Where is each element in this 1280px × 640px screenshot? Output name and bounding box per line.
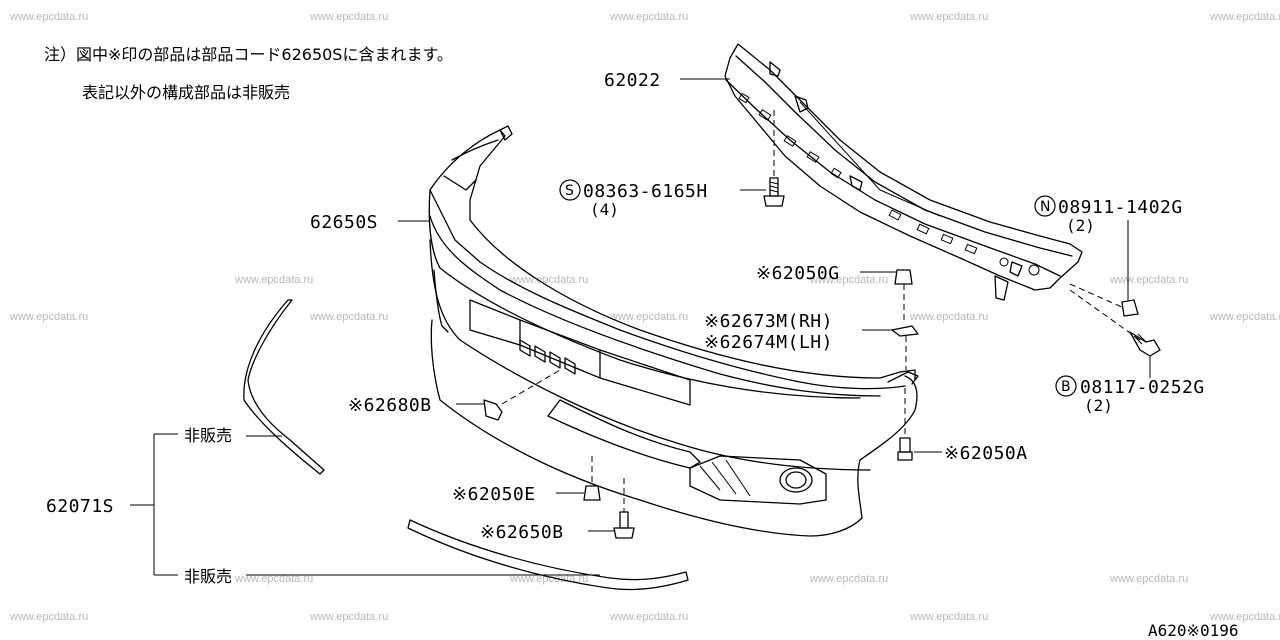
label-62673M: ※62673M(RH) xyxy=(704,311,833,332)
watermark: www.epcdata.ru xyxy=(909,11,988,23)
watermark: www.epcdata.ru xyxy=(1109,274,1188,286)
label-62050G: ※62050G xyxy=(756,263,840,284)
watermark: www.epcdata.ru xyxy=(1209,311,1280,323)
watermark: www.epcdata.ru xyxy=(509,274,588,286)
label-08363: S 08363-6165H (4) xyxy=(559,179,708,219)
watermark: www.epcdata.ru xyxy=(1209,611,1280,623)
watermark: www.epcdata.ru xyxy=(309,11,388,23)
leader-lines xyxy=(130,78,1151,576)
prefix-s: S xyxy=(565,183,574,199)
watermark-layer: www.epcdata.ru www.epcdata.ru www.epcdat… xyxy=(9,11,1280,623)
label-08911: N 08911-1402G (2) xyxy=(1034,195,1183,235)
label-62650S: 62650S xyxy=(310,212,378,233)
label-62022: 62022 xyxy=(604,70,661,91)
not-sold-upper: 非販売 xyxy=(184,426,232,445)
part-number-08363: 08363-6165H xyxy=(583,181,708,202)
watermark: www.epcdata.ru xyxy=(609,11,688,23)
watermark: www.epcdata.ru xyxy=(909,611,988,623)
part-number-08117: 08117-0252G xyxy=(1080,377,1205,398)
watermark: www.epcdata.ru xyxy=(1109,573,1188,585)
diagram-code: A620※0196 xyxy=(1148,621,1238,640)
watermark: www.epcdata.ru xyxy=(1209,11,1280,23)
not-sold-lower: 非販売 xyxy=(184,567,232,586)
label-62680B: ※62680B xyxy=(348,395,432,416)
prefix-n: N xyxy=(1040,199,1050,215)
watermark: www.epcdata.ru xyxy=(609,311,688,323)
prefix-b: B xyxy=(1061,379,1071,395)
note-line-1: 注）図中※印の部品は部品コード62650Sに含まれます。 xyxy=(44,45,453,64)
screw-symbol-icon xyxy=(559,179,581,201)
nut-symbol-icon xyxy=(1034,195,1056,217)
watermark: www.epcdata.ru xyxy=(234,573,313,585)
fasteners-drawing xyxy=(483,110,1161,539)
watermark: www.epcdata.ru xyxy=(309,311,388,323)
bolt-symbol-icon xyxy=(1055,375,1077,397)
watermark: www.epcdata.ru xyxy=(809,573,888,585)
note-line-2: 表記以外の構成部品は非販売 xyxy=(82,83,290,102)
label-62071S: 62071S xyxy=(46,496,114,517)
watermark: www.epcdata.ru xyxy=(9,611,88,623)
watermark: www.epcdata.ru xyxy=(909,311,988,323)
label-62050A: ※62050A xyxy=(944,443,1028,464)
watermark: www.epcdata.ru xyxy=(809,274,888,286)
label-62050E: ※62050E xyxy=(452,484,536,505)
watermark: www.epcdata.ru xyxy=(509,573,588,585)
label-62674M: ※62674M(LH) xyxy=(704,332,833,353)
watermark: www.epcdata.ru xyxy=(609,611,688,623)
watermark: www.epcdata.ru xyxy=(234,274,313,286)
qty-08911: (2) xyxy=(1066,216,1095,235)
bumper-fascia-drawing xyxy=(428,125,919,537)
qty-08363: (4) xyxy=(590,200,619,219)
part-number-08911: 08911-1402G xyxy=(1058,197,1183,218)
label-08117: B 08117-0252G (2) xyxy=(1055,375,1205,415)
spoiler-moulding-drawing xyxy=(243,299,689,591)
watermark: www.epcdata.ru xyxy=(9,11,88,23)
watermark: www.epcdata.ru xyxy=(9,311,88,323)
qty-08117: (2) xyxy=(1084,396,1113,415)
watermark: www.epcdata.ru xyxy=(309,611,388,623)
bumper-reinforcement-drawing xyxy=(724,43,1083,301)
label-62650B: ※62650B xyxy=(480,522,564,543)
